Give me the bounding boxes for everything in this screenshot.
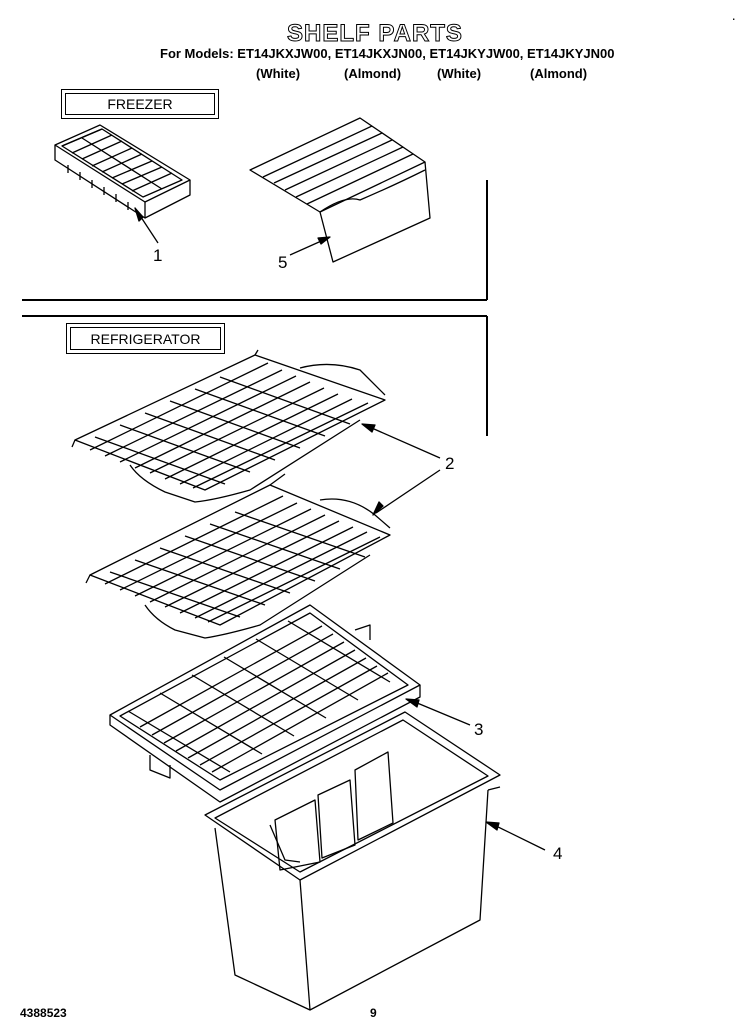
refrigerator-section-label: REFRIGERATOR xyxy=(70,327,221,350)
finish-label-3: (White) xyxy=(437,66,482,81)
callout-freezer-shelf: 5 xyxy=(278,253,288,272)
finish-label-2: (Almond) xyxy=(344,66,402,81)
ice-tray-drawing xyxy=(54,124,191,219)
freezer-shelf-leader xyxy=(289,236,331,256)
page-number: 9 xyxy=(370,1006,377,1020)
refrigerator-section-box: REFRIGERATOR xyxy=(66,323,225,354)
page-title: SHELF PARTS xyxy=(287,20,463,48)
callout-ice-tray: 1 xyxy=(153,246,163,265)
freezer-section-frame xyxy=(22,180,488,301)
crisper-pan-leader xyxy=(485,821,546,851)
crisper-cover-drawing xyxy=(109,604,421,803)
document-number: 4388523 xyxy=(20,1006,67,1020)
freezer-section-box: FREEZER xyxy=(61,89,219,119)
wire-shelf-lower-drawing xyxy=(85,473,391,639)
callout-crisper-cover: 3 xyxy=(474,720,484,739)
wire-shelves-leaders xyxy=(361,423,441,516)
corner-mark: · xyxy=(731,10,736,26)
callout-wire-shelves: 2 xyxy=(445,454,455,473)
freezer-section-label: FREEZER xyxy=(65,93,215,115)
freezer-shelf-drawing xyxy=(249,117,431,263)
ice-tray-leader xyxy=(134,207,159,244)
callout-crisper-pan: 4 xyxy=(553,844,563,863)
finish-label-1: (White) xyxy=(256,66,301,81)
finish-label-4: (Almond) xyxy=(530,66,588,81)
crisper-pan-drawing xyxy=(204,711,501,1011)
models-line: For Models: ET14JKXJW00, ET14JKXJN00, ET… xyxy=(160,46,615,61)
crisper-cover-leader xyxy=(405,698,471,726)
wire-shelf-upper-drawing xyxy=(71,349,386,503)
refrigerator-section-frame xyxy=(22,315,488,436)
